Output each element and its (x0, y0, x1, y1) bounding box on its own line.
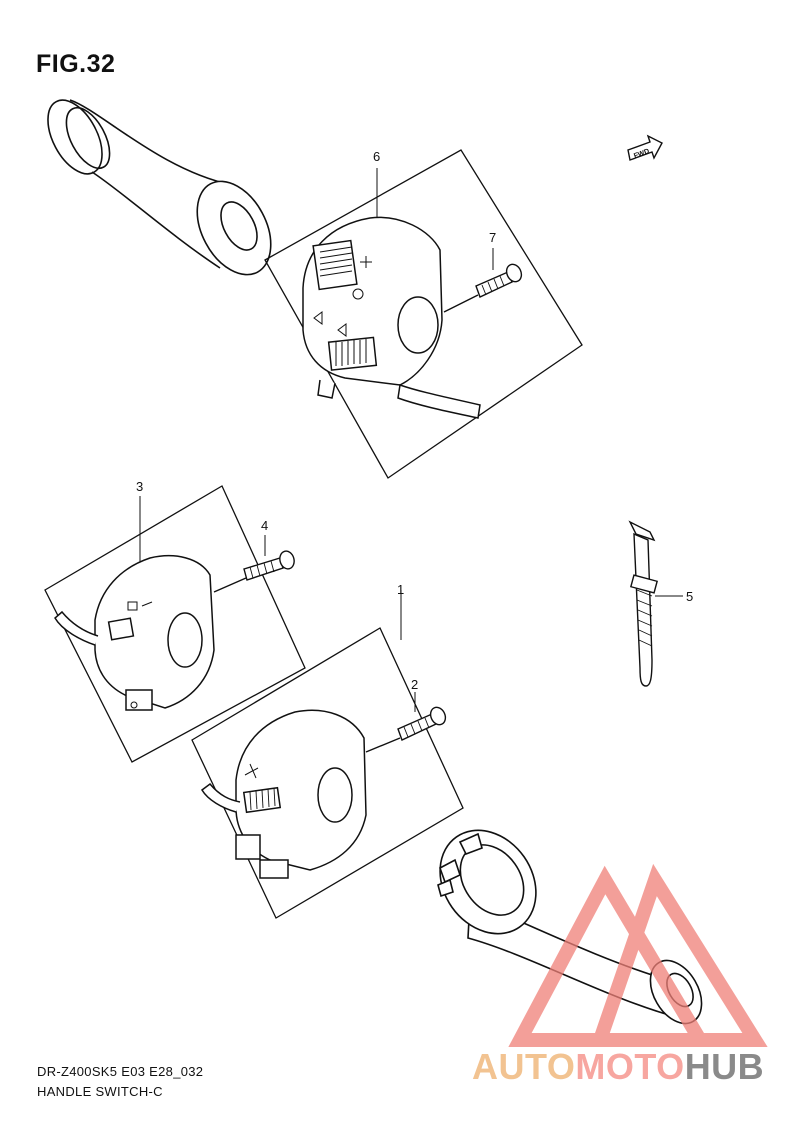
left-handle-switch-lower (201, 709, 367, 879)
model-code: DR-Z400SK5 E03 E28_032 (37, 1064, 204, 1079)
watermark-text-hub: HUB (684, 1046, 765, 1087)
callout-6: 6 (373, 149, 380, 164)
callout-3: 3 (136, 479, 143, 494)
screw-4 (213, 550, 295, 593)
watermark-logo (508, 863, 768, 1047)
assembly-box-6 (264, 149, 583, 479)
callout-7: 7 (489, 230, 496, 245)
watermark-text-auto: AUTO (472, 1046, 576, 1087)
assembly-box-3 (44, 485, 306, 763)
left-grip (47, 99, 272, 276)
cable-tie-5 (628, 520, 659, 687)
callout-2: 2 (411, 677, 418, 692)
callout-4: 4 (261, 518, 268, 533)
screw-2 (365, 706, 447, 753)
right-handle-switch (302, 216, 481, 419)
screw-7 (443, 263, 523, 313)
callout-1: 1 (397, 582, 404, 597)
callout-5: 5 (686, 589, 693, 604)
section-name: HANDLE SWITCH-C (37, 1084, 163, 1099)
figure-title: FIG.32 (36, 50, 116, 78)
fwd-arrow-icon: FWD (627, 134, 663, 161)
watermark-text: AUTOMOTOHUB (472, 1046, 764, 1088)
left-handle-switch-upper (54, 555, 215, 711)
watermark-text-moto: MOTO (575, 1046, 685, 1087)
